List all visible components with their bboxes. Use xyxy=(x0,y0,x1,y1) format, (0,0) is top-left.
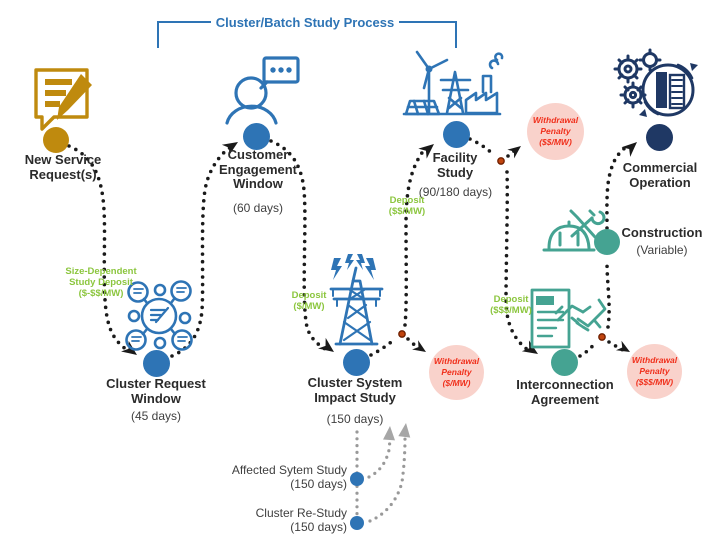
withdrawal-penalty-impact-badge: Withdrawal Penalty ($/MW) xyxy=(429,345,484,400)
label-affected-system-study: Affected Sytem Study (150 days) xyxy=(231,463,347,492)
diagram-title: Cluster/Batch Study Process xyxy=(215,15,395,30)
label-facility-study: Facility Study xyxy=(432,150,478,180)
node-dot-customer-engagement xyxy=(243,123,270,150)
document-pencil-icon xyxy=(34,68,92,131)
contract-handshake-icon xyxy=(530,288,607,349)
label-customer-engagement: Customer Engagement Window xyxy=(218,147,297,192)
node-dot-new-service-request xyxy=(43,127,69,153)
branch-point-dots xyxy=(398,157,606,341)
feedback-arrowheads xyxy=(383,423,411,441)
person-chat-icon xyxy=(225,56,300,125)
gears-building-icon xyxy=(613,48,698,117)
power-plant-icon xyxy=(402,50,504,116)
lightning-bolts xyxy=(331,254,376,280)
label-new-service-request: New Service Request(s) xyxy=(24,152,102,182)
bracket xyxy=(157,21,457,48)
flow-arrowheads xyxy=(121,142,637,355)
duration-facility-study: (90/180 days) xyxy=(418,185,493,199)
label-cluster-system-impact: Cluster System Impact Study xyxy=(307,375,403,405)
label-interconnection: Interconnection Agreement xyxy=(516,377,614,407)
label-size-dependent-deposit: Size-Dependent Study Deposit ($-$$/MW) xyxy=(65,266,137,300)
node-dot-construction xyxy=(594,229,620,255)
label-construction: Construction xyxy=(621,225,703,240)
duration-customer-engagement: (60 days) xyxy=(232,201,284,215)
node-dot-interconnection xyxy=(551,349,578,376)
label-deposit-facility-study: Deposit ($$/MW) xyxy=(388,195,426,218)
duration-cluster-system-impact: (150 days) xyxy=(326,412,384,426)
node-dot-cluster-request xyxy=(143,350,170,377)
label-cluster-request: Cluster Request Window xyxy=(106,376,206,406)
label-deposit-impact-study: Deposit ($/MW) xyxy=(291,290,327,313)
node-dot-cluster-system-impact xyxy=(343,349,370,376)
transmission-tower-icon xyxy=(329,254,384,346)
hardhat-tools-icon xyxy=(542,209,606,252)
duration-construction: (Variable) xyxy=(636,243,688,257)
cluster-network-icon xyxy=(125,280,193,351)
withdrawal-penalty-facility-badge: Withdrawal Penalty ($$/MW) xyxy=(527,103,584,160)
node-dot-cluster-re-study xyxy=(350,516,364,530)
dotted-flow-paths xyxy=(67,137,631,358)
label-deposit-interconnection: Deposit ($$$/MW) xyxy=(490,294,532,317)
node-dot-affected-system-study xyxy=(350,472,364,486)
feedback-paths xyxy=(355,430,407,523)
label-cluster-re-study: Cluster Re-Study (150 days) xyxy=(255,506,347,535)
node-dot-facility-study xyxy=(443,121,470,148)
label-commercial-operation: Commercial Operation xyxy=(622,160,698,190)
node-dot-commercial-operation xyxy=(646,124,673,151)
withdrawal-penalty-interconnection-badge: Withdrawal Penalty ($$$/MW) xyxy=(627,344,682,399)
duration-cluster-request: (45 days) xyxy=(130,409,182,423)
